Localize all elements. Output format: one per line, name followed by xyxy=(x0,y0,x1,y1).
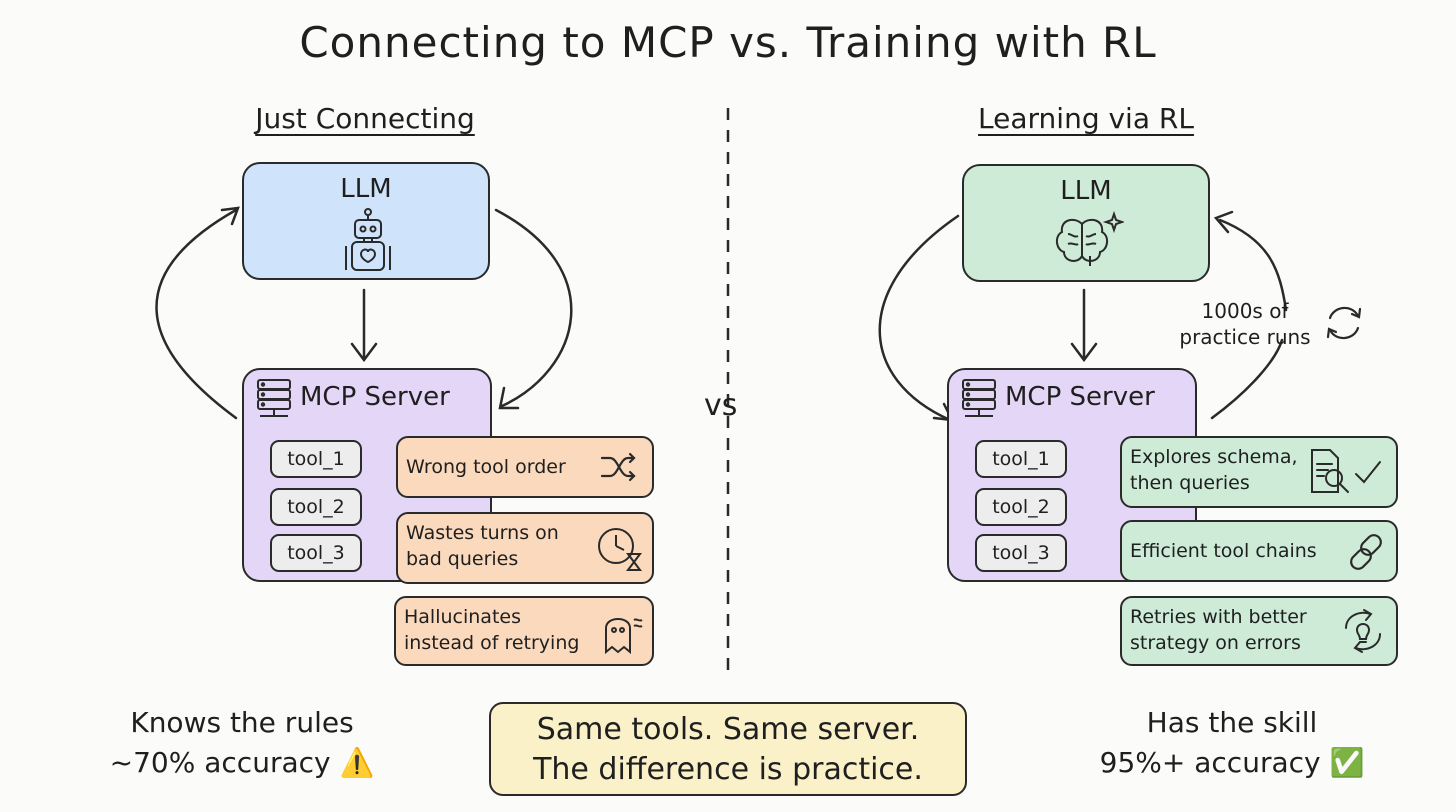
left-flow-arrows xyxy=(155,206,573,420)
left-note-1-text: Wrong tool order xyxy=(406,456,566,478)
left-outcome-line1: Knows the rules xyxy=(130,706,354,739)
left-outcome: Knows the rules ~70% accuracy ⚠️ xyxy=(82,703,402,783)
right-tool-1: tool_1 xyxy=(975,440,1067,478)
right-note-efficient-chains: Efficient tool chains xyxy=(1120,520,1398,582)
right-tool-3: tool_3 xyxy=(975,534,1067,572)
left-mcp-server-label: MCP Server xyxy=(300,382,450,412)
right-outcome-line2: 95%+ accuracy ✅ xyxy=(1099,746,1365,779)
left-note-wastes-turns: Wastes turns on bad queries xyxy=(396,512,654,584)
dashed-divider xyxy=(726,108,730,680)
vs-label: vs xyxy=(704,388,738,423)
left-note-wrong-order: Wrong tool order xyxy=(396,436,654,498)
practice-runs-label: 1000s of practice runs xyxy=(1179,299,1311,349)
left-tool-1: tool_1 xyxy=(270,440,362,478)
shuffle-icon xyxy=(600,452,636,482)
refresh-cycle-icon xyxy=(1326,306,1362,340)
summary-box: Same tools. Same server. The difference … xyxy=(489,702,967,796)
left-note-3-text: Hallucinates instead of retrying xyxy=(404,606,580,654)
robot-icon xyxy=(345,208,391,271)
left-note-hallucinates: Hallucinates instead of retrying xyxy=(394,596,654,666)
server-icon xyxy=(257,379,291,417)
left-note-2-text: Wastes turns on bad queries xyxy=(406,522,559,570)
chain-link-icon xyxy=(1350,534,1382,570)
right-llm-label: LLM xyxy=(1060,176,1112,206)
left-llm-box: LLM xyxy=(242,162,490,280)
right-llm-box: LLM xyxy=(962,164,1210,282)
document-search-check-icon xyxy=(1311,449,1381,493)
summary-line2: The difference is practice. xyxy=(533,752,923,787)
server-icon xyxy=(962,379,996,417)
left-column-heading: Just Connecting xyxy=(255,102,475,135)
left-tool-2: tool_2 xyxy=(270,488,362,526)
right-outcome-line1: Has the skill xyxy=(1146,706,1318,739)
page-title: Connecting to MCP vs. Training with RL xyxy=(299,18,1157,67)
left-outcome-line2: ~70% accuracy ⚠️ xyxy=(109,746,375,779)
right-note-explores-schema: Explores schema, then queries xyxy=(1120,436,1398,508)
right-flow-arrows xyxy=(878,210,1288,422)
clock-hourglass-icon xyxy=(598,528,642,571)
summary-line1: Same tools. Same server. xyxy=(536,712,920,747)
right-note-2-text: Efficient tool chains xyxy=(1130,540,1317,562)
right-note-retries: Retries with better strategy on errors xyxy=(1120,596,1398,666)
right-note-3-text: Retries with better strategy on errors xyxy=(1130,606,1307,654)
ghost-icon xyxy=(605,618,643,655)
right-outcome: Has the skill 95%+ accuracy ✅ xyxy=(1072,703,1392,783)
left-llm-label: LLM xyxy=(340,174,392,204)
left-tool-3: tool_3 xyxy=(270,534,362,572)
brain-sparkle-icon xyxy=(1056,210,1124,266)
lightbulb-refresh-icon xyxy=(1345,609,1381,653)
right-note-1-text: Explores schema, then queries xyxy=(1130,446,1298,494)
right-column-heading: Learning via RL xyxy=(978,102,1194,135)
right-mcp-server-label: MCP Server xyxy=(1005,382,1155,412)
right-tool-2: tool_2 xyxy=(975,488,1067,526)
